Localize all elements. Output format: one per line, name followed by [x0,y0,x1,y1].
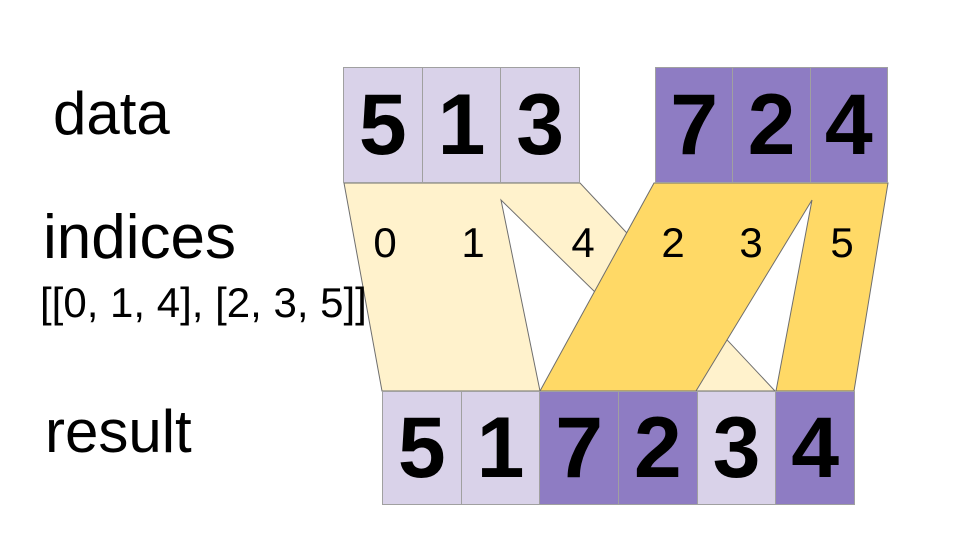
data-label: data [53,80,170,147]
index-digit: 5 [830,219,854,266]
data-cell: 5 [344,68,422,182]
indices-value-text: [[0, 1, 4], [2, 3, 5]] [40,279,367,326]
result-cell: 1 [460,392,540,504]
index-digit: 1 [461,219,485,266]
data-cell: 3 [500,68,580,182]
indices-label: indices [43,203,236,272]
index-digit: 2 [661,219,685,266]
result-cell: 2 [618,392,697,504]
index-digit: 3 [739,219,763,266]
result-cell: 5 [383,392,461,504]
result-cell: 3 [696,392,776,504]
data-cell: 1 [421,68,501,182]
data-array-group-1: 5 1 3 [343,67,580,183]
result-array: 5 1 7 2 3 4 [382,391,855,505]
data-array-group-2: 7 2 4 [655,67,888,183]
index-digit: 0 [373,219,397,266]
result-label: result [45,398,192,465]
result-cell: 4 [775,392,855,504]
data-cell: 2 [732,68,810,182]
data-cell: 4 [809,68,887,182]
data-cell: 7 [656,68,733,182]
result-cell: 7 [539,392,619,504]
index-digit: 4 [571,219,595,266]
